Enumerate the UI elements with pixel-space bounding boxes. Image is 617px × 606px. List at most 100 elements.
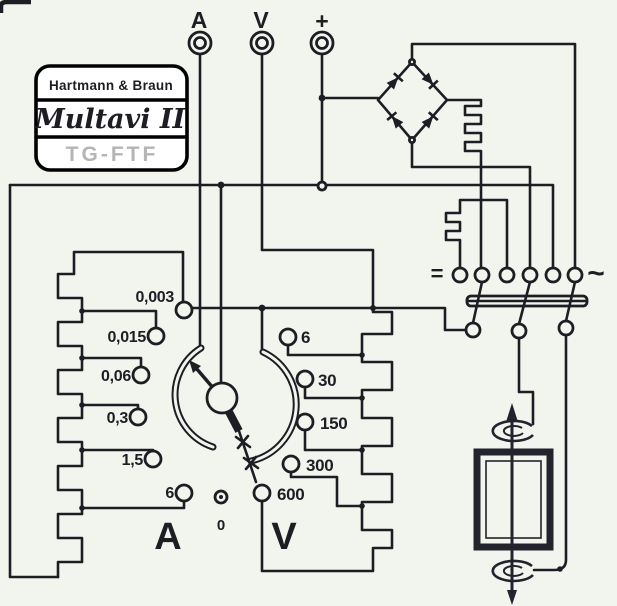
selector-contact xyxy=(544,266,562,284)
volt-section-label: V xyxy=(271,516,297,558)
junction-dot xyxy=(79,447,85,453)
range-label-15: 1,5 xyxy=(122,452,144,469)
selector-lower-contact xyxy=(510,322,528,340)
junction-dot xyxy=(79,308,85,314)
range-label-150: 150 xyxy=(320,414,347,433)
wiper-arrow-head xyxy=(189,360,201,373)
meter-hairspring-bottom xyxy=(491,559,534,583)
wire-common-rail xyxy=(8,183,555,270)
junction-dot xyxy=(359,352,365,358)
rotary-range-switch: 0 xyxy=(171,344,300,534)
wire-outer-left xyxy=(8,183,60,579)
bridge-rectifier xyxy=(376,58,449,144)
acdc-selector: = ~ xyxy=(431,257,605,340)
ac-symbol: ~ xyxy=(587,257,605,290)
terminal-v-label: V xyxy=(253,7,269,33)
selector-bridge-link xyxy=(471,280,484,325)
junction-dot xyxy=(217,181,225,189)
selector-lower-contact xyxy=(464,321,482,339)
contact-30 xyxy=(295,369,315,389)
off-label: 0 xyxy=(217,517,225,534)
selector-contact-dc xyxy=(451,266,469,284)
selector-contact xyxy=(521,266,539,284)
moving-coil-meter xyxy=(473,403,563,605)
wiper-cross-mark xyxy=(234,434,252,450)
selector-contact xyxy=(498,266,516,284)
wire-voltmeter-drop xyxy=(260,52,375,310)
logo-brand-text: Hartmann & Braun xyxy=(49,78,173,93)
wire-measuring-rail xyxy=(190,306,468,332)
tap-150 xyxy=(303,428,364,452)
wire-bridge-bottom xyxy=(410,138,532,270)
wire-dc-resistor xyxy=(444,198,509,270)
divider-resistor-chain xyxy=(260,306,394,573)
contact-0003 xyxy=(174,300,194,320)
range-label-300: 300 xyxy=(306,456,333,475)
junction-dot xyxy=(557,566,563,572)
selector-lower-contact xyxy=(557,319,575,337)
logo-plate-frame xyxy=(34,64,189,172)
tap-300 xyxy=(289,470,364,508)
wiper-cross-mark xyxy=(242,455,260,471)
junction-dot xyxy=(359,503,365,509)
logo-watermark-text: TG-FTF xyxy=(66,143,159,166)
current-range-contacts: 0,003 0,015 0,06 0,3 1,5 6 A xyxy=(101,289,194,558)
selector-bridge-link xyxy=(564,280,577,323)
contact-300 xyxy=(281,454,301,474)
junction-dot xyxy=(79,402,85,408)
contact-0015 xyxy=(146,326,166,346)
tap-30 xyxy=(303,385,364,400)
range-label-006: 0,06 xyxy=(101,368,131,385)
range-label-30: 30 xyxy=(318,371,336,390)
junction-dot xyxy=(79,505,85,511)
junction-dot xyxy=(359,447,365,453)
range-label-6v: 6 xyxy=(301,328,310,347)
wire-bridge-top-to-ac xyxy=(410,42,577,270)
page-corner-mark xyxy=(0,0,31,13)
dc-symbol: = xyxy=(431,261,444,286)
tap-6v xyxy=(286,343,364,357)
contact-6a xyxy=(174,483,194,503)
wire-to-meter-top xyxy=(517,336,535,426)
wiper-rod xyxy=(237,429,258,484)
terminal-plus-inner xyxy=(315,36,329,50)
junction-dot xyxy=(370,305,376,311)
contact-15 xyxy=(143,449,163,469)
left-switch-arc-inner xyxy=(173,346,215,449)
range-label-6a: 6 xyxy=(165,485,174,502)
logo-plate: Hartmann & Braun Multavi II TG-FTF xyxy=(34,64,189,172)
selector-contact xyxy=(473,266,491,284)
logo-model-text: Multavi II xyxy=(34,104,187,135)
contact-600 xyxy=(252,483,272,503)
terminal-a-label: A xyxy=(191,7,208,33)
contact-006 xyxy=(131,365,151,385)
tap-0015 xyxy=(80,309,158,330)
selector-bridge-link xyxy=(517,280,532,326)
junction-dot xyxy=(258,304,266,312)
rotary-hub xyxy=(205,381,239,415)
wire-to-meter-bottom xyxy=(532,333,568,572)
tap-15 xyxy=(80,448,155,453)
junction-dots xyxy=(79,94,376,511)
ampere-section-label: A xyxy=(154,516,181,558)
bridge-node xyxy=(407,58,416,67)
tap-6a xyxy=(80,499,186,510)
terminal-plus-label: + xyxy=(315,8,328,34)
range-label-03: 0,3 xyxy=(107,410,129,427)
terminal-a-inner xyxy=(193,36,207,50)
wire-bridge-right-resistor xyxy=(445,98,483,270)
wiper-link xyxy=(224,408,243,433)
junction-dot xyxy=(318,94,326,102)
terminal-v-inner xyxy=(255,36,269,50)
junction-ring xyxy=(316,180,328,192)
range-label-0015: 0,015 xyxy=(107,329,146,346)
bridge-diamond xyxy=(376,60,449,142)
right-switch-arc-inner xyxy=(249,350,298,463)
range-label-0003: 0,003 xyxy=(135,289,174,306)
meter-hairspring-top-inner xyxy=(502,424,524,437)
contact-6v xyxy=(278,327,298,347)
tap-006 xyxy=(80,356,143,369)
meter-needle-bottom-tip xyxy=(507,590,517,605)
